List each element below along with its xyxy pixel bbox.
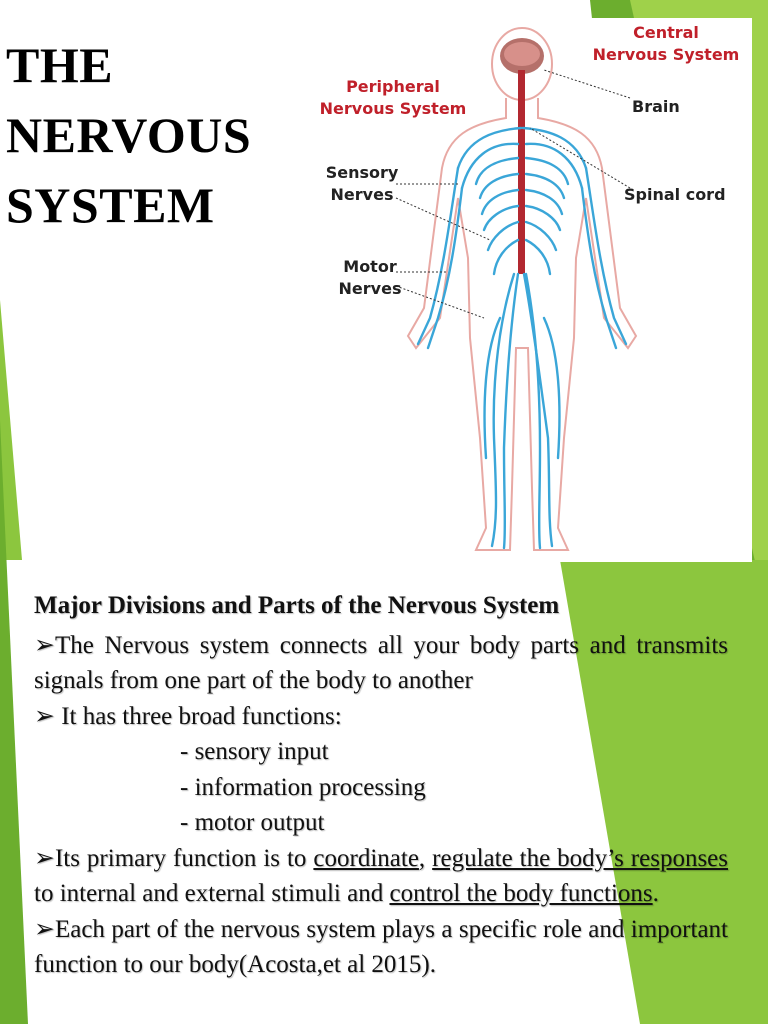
section-heading: Major Divisions and Parts of the Nervous… [34,592,560,619]
function-motor: - motor output [180,809,325,836]
bullet-3: ➢Its primary function is to coordinate, … [34,844,729,908]
function-processing: - information processing [180,773,426,801]
title-line-2: NERVOUS [6,107,252,163]
bullet-arrow-icon: ➢ [34,702,55,730]
term-control: control the body functions [389,880,653,907]
bullet-arrow-icon: ➢ [34,631,55,659]
slide-body: Major Divisions and Parts of the Nervous… [34,588,728,983]
title-line-1: THE [6,37,114,93]
human-body-nerve-illustration [395,27,638,551]
label-spinal-cord: Spinal cord [624,185,726,204]
bullet-1: ➢The Nervous system connects all your bo… [34,631,728,695]
label-sensory-nerves: Sensory Nerves [325,163,399,204]
label-motor-nerves: Motor Nerves [338,257,402,298]
bullet-arrow-icon: ➢ [34,844,55,872]
function-sensory: - sensory input [180,738,329,765]
nervous-system-figure: Central Nervous System Peripheral Nervou… [300,18,752,562]
label-central: Central Nervous System [592,23,740,64]
bullet-4: ➢Each part of the nervous system plays a… [34,915,728,979]
slide-title: THE NERVOUS SYSTEM [6,30,251,240]
bullet-arrow-icon: ➢ [34,915,55,943]
term-coordinate: coordinate [313,844,419,872]
term-regulate: regulate the body’s responses [432,844,729,872]
bullet-2: ➢ It has three broad functions: [34,702,342,730]
label-brain: Brain [632,97,680,116]
label-peripheral: Peripheral Nervous System [319,77,467,118]
title-line-3: SYSTEM [6,177,215,233]
